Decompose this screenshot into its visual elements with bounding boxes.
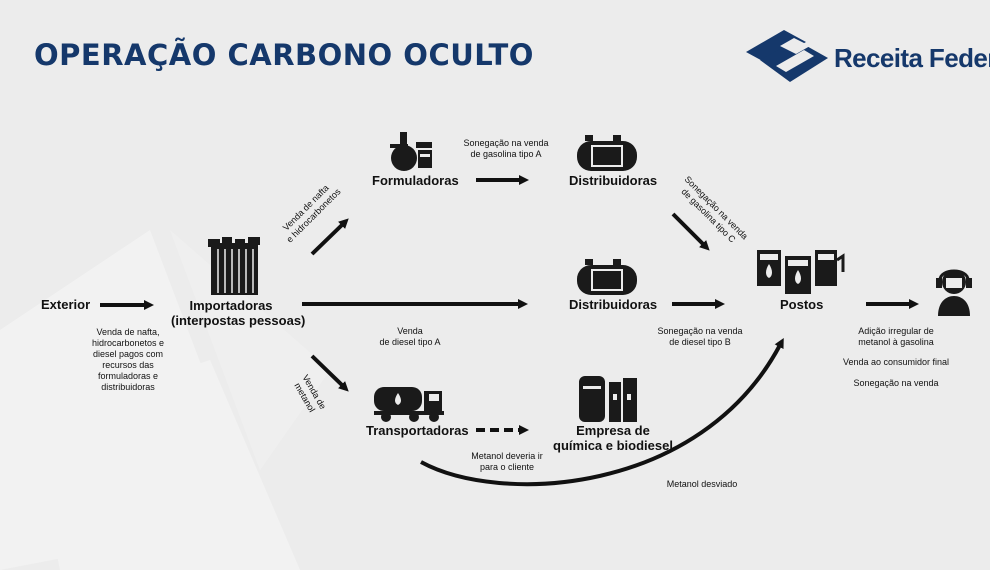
label-line: de diesel tipo B (669, 337, 731, 347)
node-empresa: Empresa de química e biodiesel (553, 423, 673, 453)
receita-federal-logo-icon (746, 30, 828, 82)
label-line: recursos das (102, 360, 154, 370)
building-icon (208, 237, 260, 295)
label-sonegacao-venda: Sonegação na venda (853, 378, 939, 388)
label-line: Adição irregular de (858, 326, 934, 336)
node-distribuidoras-mid: Distribuidoras (569, 297, 658, 312)
arrow-distribuidoras-postos-diagonal (671, 212, 710, 251)
label-sonegacao-a: Sonegação na venda de gasolina tipo A (458, 138, 554, 160)
node-exterior: Exterior (41, 297, 91, 312)
label-line: diesel pagos com (92, 349, 164, 359)
factory-icon (579, 376, 637, 422)
label-line: distribuidoras (101, 382, 155, 392)
node-importadoras: Importadoras (interpostas pessoas) (171, 298, 306, 328)
label-line: metanol à gasolina (858, 337, 934, 347)
page-title: OPERAÇÃO CARBONO OCULTO (34, 38, 534, 72)
label-metanol-desviado: Metanol desviado (666, 479, 738, 489)
label-line: Venda (397, 326, 423, 336)
person-headset-icon (936, 269, 972, 316)
arrow-importadoras-formuladoras (310, 218, 349, 256)
label-line: hidrocarbonetos e (91, 338, 165, 348)
tank-icon (577, 259, 637, 295)
node-importadoras-line1: Importadoras (189, 298, 273, 313)
node-distribuidoras-top: Distribuidoras (569, 173, 658, 188)
label-metanol-deveria: Metanol deveria ir para o cliente (462, 451, 552, 473)
label-line: Sonegação na venda (657, 326, 743, 336)
node-postos: Postos (780, 297, 824, 312)
tank-truck-icon (374, 387, 444, 422)
background-watermark (0, 230, 330, 570)
curved-arrow-metanol-desviado (420, 337, 784, 487)
label-line: para o cliente (479, 462, 535, 472)
label-adicao: Adição irregular de metanol à gasolina (848, 326, 944, 348)
label-line: Sonegação na venda (463, 138, 549, 148)
tank-icon (577, 135, 637, 171)
node-importadoras-line2: (interpostas pessoas) (171, 313, 306, 328)
refinery-flask-icon (390, 132, 432, 171)
node-formuladoras: Formuladoras (372, 173, 459, 188)
label-venda-consumidor: Venda ao consumidor final (842, 357, 950, 367)
label-sonegacao-b: Sonegação na venda de diesel tipo B (652, 326, 748, 348)
label-exterior-note: Venda de nafta, hidrocarbonetos e diesel… (90, 327, 166, 393)
node-empresa-line1: Empresa de (576, 423, 650, 438)
label-venda-diesel-a: Venda de diesel tipo A (370, 326, 450, 348)
node-transportadoras: Transportadoras (366, 423, 469, 438)
fuel-pumps-icon (757, 250, 845, 294)
label-line: de diesel tipo A (379, 337, 441, 347)
node-empresa-line2: química e biodiesel (553, 438, 673, 453)
label-line: de gasolina tipo A (470, 149, 542, 159)
label-line: Venda de nafta, (96, 327, 160, 337)
label-line: formuladoras e (97, 371, 159, 381)
arrow-importadoras-transportadoras (310, 354, 349, 392)
brand-name: Receita Federal (834, 43, 990, 73)
label-line: Metanol deveria ir (471, 451, 543, 461)
